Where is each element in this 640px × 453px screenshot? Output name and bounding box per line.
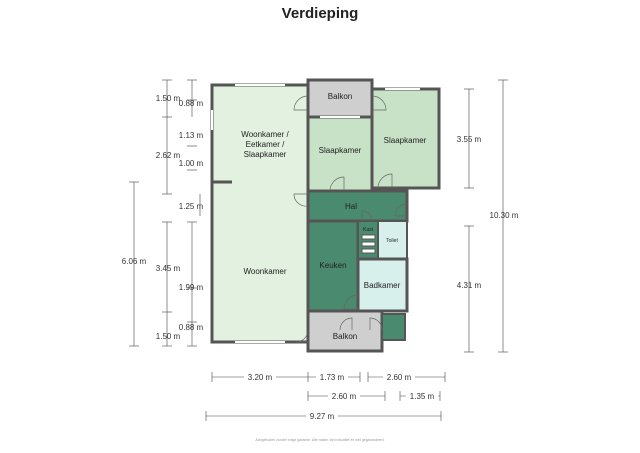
- dimension-labels-right: 3.55 m 10.30 m 4.31 m: [457, 135, 519, 290]
- label-balkon-bottom: Balkon: [333, 332, 357, 341]
- dim-left-10: 0.88 m: [179, 323, 204, 332]
- dim-bottom-3: 2.60 m: [387, 373, 412, 382]
- dim-right-1: 3.55 m: [457, 135, 482, 144]
- plan-title: Verdieping: [281, 5, 359, 22]
- room-small-green: [381, 313, 406, 341]
- label-slaapkamer-left: Slaapkamer: [319, 146, 362, 155]
- dimension-lines-right: [464, 79, 508, 353]
- dim-bottom-5: 1.35 m: [410, 392, 435, 401]
- dimension-labels-left: 1.50 m 0.88 m 1.13 m 2.62 m 1.00 m 1.25 …: [122, 94, 204, 341]
- dim-left-2: 0.88 m: [179, 99, 204, 108]
- room-fills: [210, 78, 441, 353]
- dim-left-4: 2.62 m: [156, 151, 181, 160]
- dim-right-2: 10.30 m: [490, 211, 519, 220]
- label-woonkamer-1: Woonkamer /: [241, 130, 289, 139]
- footer-disclaimer: Aangeboden zonder enige garantie. Alle m…: [255, 438, 385, 442]
- dim-left-5: 1.00 m: [179, 159, 204, 168]
- dim-bottom-2: 1.73 m: [320, 373, 345, 382]
- room-hal[interactable]: [306, 189, 409, 223]
- label-hal: Hal: [345, 202, 357, 211]
- dim-left-6: 1.25 m: [179, 202, 204, 211]
- dim-bottom-4: 2.60 m: [332, 392, 357, 401]
- label-woonkamer-3: Slaapkamer: [244, 150, 287, 159]
- room-woonkamer[interactable]: [210, 83, 310, 344]
- dim-left-3: 1.13 m: [179, 131, 204, 140]
- label-keuken: Keuken: [319, 261, 346, 270]
- label-toilet: Toilet: [386, 238, 398, 244]
- dimension-lines-left: [129, 79, 201, 347]
- label-woonkamer: Woonkamer: [244, 267, 287, 276]
- dimension-labels-bottom: 3.20 m 1.73 m 2.60 m 2.60 m 1.35 m 9.27 …: [244, 372, 438, 421]
- dim-bottom-6: 9.27 m: [310, 412, 335, 421]
- doors: [293, 95, 408, 343]
- room-labels: Woonkamer / Eetkamer / Slaapkamer Woonka…: [241, 92, 426, 341]
- dim-left-11: 1.50 m: [156, 332, 181, 341]
- label-balkon-top: Balkon: [328, 92, 352, 101]
- dim-left-8: 3.45 m: [156, 264, 181, 273]
- dim-left-9: 1.99 m: [179, 283, 204, 292]
- inner-details: [211, 84, 420, 343]
- dim-left-7: 6.06 m: [122, 257, 147, 266]
- dim-right-3: 4.31 m: [457, 281, 482, 290]
- label-badkamer: Badkamer: [364, 281, 401, 290]
- label-slaapkamer-right: Slaapkamer: [384, 136, 427, 145]
- label-kast: Kast: [363, 227, 374, 233]
- dim-bottom-1: 3.20 m: [248, 373, 273, 382]
- dim-left-1: 1.50 m: [156, 94, 181, 103]
- label-woonkamer-2: Eetkamer /: [246, 140, 285, 149]
- room-slaapkamer-right[interactable]: [370, 87, 441, 190]
- room-balkon-bottom[interactable]: [306, 309, 384, 353]
